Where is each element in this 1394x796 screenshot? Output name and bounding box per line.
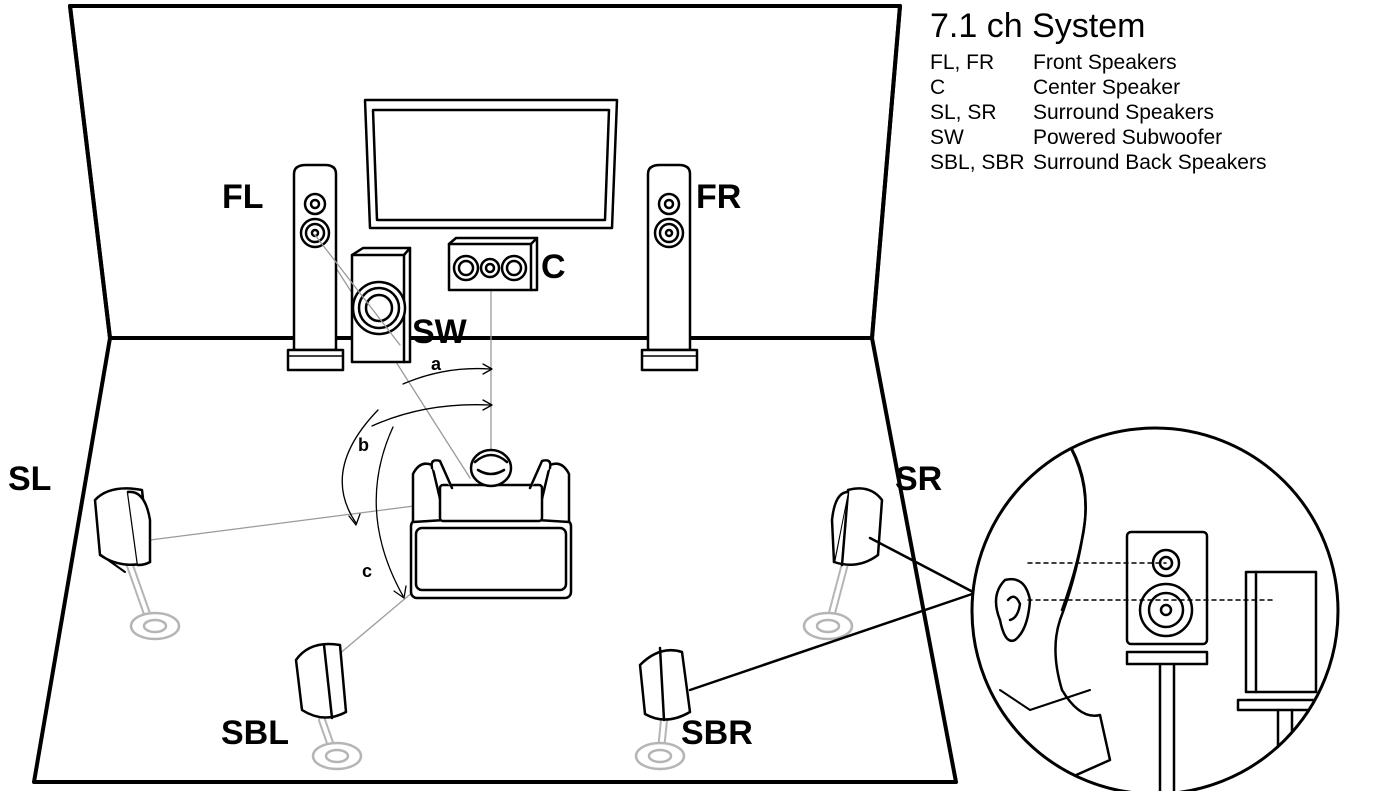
legend-abbr: SBL, SBR bbox=[930, 151, 1025, 174]
legend-abbr: SL, SR bbox=[930, 101, 997, 124]
legend-desc: Center Speaker bbox=[1033, 76, 1181, 99]
surround-right-speaker-icon bbox=[802, 487, 884, 641]
legend-abbr: FL, FR bbox=[930, 51, 995, 74]
angle-label-b: b bbox=[358, 435, 369, 455]
listening-guide-lines bbox=[149, 234, 492, 656]
legend-row: FL, FR Front Speakers bbox=[928, 50, 1266, 75]
legend-title: 7.1 ch System bbox=[930, 7, 1146, 45]
label-fr: FR bbox=[696, 178, 742, 216]
legend-row: SBL, SBR Surround Back Speakers bbox=[928, 150, 1266, 175]
legend-desc: Powered Subwoofer bbox=[1033, 126, 1223, 149]
front-right-speaker-icon bbox=[640, 163, 699, 372]
surround-left-speaker-icon bbox=[93, 487, 181, 641]
subwoofer-icon bbox=[350, 246, 412, 364]
legend-desc: Surround Speakers bbox=[1033, 101, 1214, 124]
legend-row: SW Powered Subwoofer bbox=[928, 125, 1266, 150]
surround-back-right-speaker-icon bbox=[634, 646, 692, 771]
zoom-detail-circle bbox=[970, 426, 1340, 796]
label-c: C bbox=[541, 248, 566, 286]
label-sbr: SBR bbox=[681, 714, 753, 752]
tv-icon bbox=[363, 98, 619, 230]
center-speaker-icon bbox=[447, 236, 539, 292]
label-sbl: SBL bbox=[221, 714, 289, 752]
zoom-callout-lines bbox=[688, 536, 977, 692]
label-sr: SR bbox=[895, 460, 943, 498]
fl-guide-overlay bbox=[314, 234, 401, 346]
angle-arcs bbox=[341, 363, 493, 599]
angle-label-a: a bbox=[431, 354, 442, 374]
legend-row: C Center Speaker bbox=[928, 75, 1266, 100]
listener-sofa-icon bbox=[409, 448, 573, 600]
legend-abbr: SW bbox=[930, 126, 964, 149]
legend-desc: Surround Back Speakers bbox=[1033, 151, 1267, 174]
legend-row: SL, SR Surround Speakers bbox=[928, 100, 1266, 125]
legend: 7.1 ch System FL, FR Front Speakers C Ce… bbox=[928, 6, 1266, 175]
legend-abbr: C bbox=[930, 76, 946, 99]
legend-desc: Front Speakers bbox=[1033, 51, 1177, 74]
angle-label-c: c bbox=[362, 561, 373, 581]
label-sw: SW bbox=[412, 313, 467, 351]
surround-back-left-speaker-icon bbox=[294, 642, 363, 771]
front-left-speaker-icon bbox=[286, 163, 345, 372]
label-sl: SL bbox=[8, 460, 52, 498]
label-fl: FL bbox=[222, 178, 264, 216]
